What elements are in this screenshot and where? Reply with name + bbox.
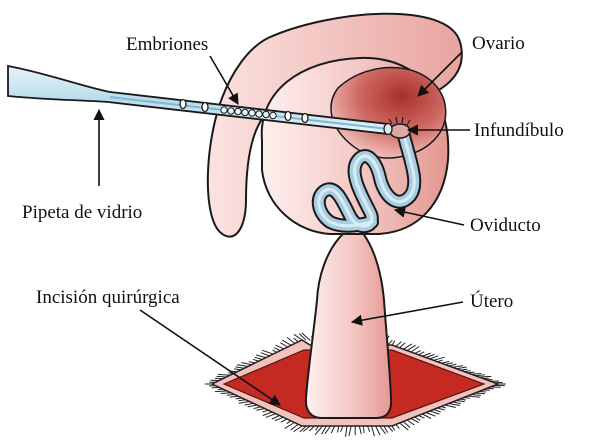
hair-stroke xyxy=(261,353,270,356)
hair-stroke xyxy=(388,340,393,345)
hair-stroke xyxy=(464,398,470,399)
hair-stroke xyxy=(437,360,442,362)
label-infundibulo: Infundíbulo xyxy=(474,121,564,140)
hair-stroke xyxy=(396,425,400,429)
hair-stroke xyxy=(415,351,421,354)
hair-stroke xyxy=(479,392,486,393)
label-pipeta: Pipeta de vidrio xyxy=(22,203,142,222)
hair-stroke xyxy=(363,426,364,433)
hair-stroke xyxy=(254,407,261,409)
hair-stroke xyxy=(257,409,265,411)
hair-stroke xyxy=(449,404,460,406)
hair-stroke xyxy=(346,426,348,437)
hair-stroke xyxy=(400,343,406,348)
hair-stroke xyxy=(236,367,245,368)
hair-stroke xyxy=(445,405,456,408)
hair-stroke xyxy=(419,416,425,419)
hair-stroke xyxy=(453,366,463,368)
label-oviducto: Oviducto xyxy=(470,216,541,235)
hair-stroke xyxy=(341,426,343,432)
hair-stroke xyxy=(434,357,445,360)
hair-stroke xyxy=(472,374,482,375)
hair-stroke xyxy=(372,426,375,436)
hair-stroke xyxy=(237,365,248,367)
hair-stroke xyxy=(396,342,402,347)
hair-stroke xyxy=(475,393,485,394)
hair-stroke xyxy=(472,395,481,396)
label-incision: Incisión quirúrgica xyxy=(36,288,180,307)
uterus-shape xyxy=(306,232,391,418)
hair-stroke xyxy=(456,401,465,402)
hair-stroke xyxy=(276,345,284,349)
hair-stroke xyxy=(419,352,425,355)
hair-stroke xyxy=(368,426,370,432)
hair-stroke xyxy=(392,426,395,431)
hair-stroke xyxy=(256,355,266,358)
hair-stroke xyxy=(275,417,284,420)
hair-stroke xyxy=(400,423,409,430)
hair-stroke xyxy=(294,338,299,342)
hair-stroke xyxy=(281,419,287,422)
hair-stroke xyxy=(234,369,241,370)
hair-stroke xyxy=(464,371,471,372)
hair-stroke xyxy=(285,423,295,429)
arrow-incision xyxy=(140,310,280,405)
hair-stroke xyxy=(453,402,461,404)
hair-stroke xyxy=(475,375,484,376)
hair-stroke xyxy=(359,426,361,434)
hair-stroke xyxy=(253,360,259,362)
label-embriones: Embriones xyxy=(126,35,208,54)
label-utero: Útero xyxy=(470,292,513,311)
hair-stroke xyxy=(479,376,491,377)
hair-stroke xyxy=(241,363,251,365)
hair-stroke xyxy=(221,393,231,394)
hair-stroke xyxy=(263,410,269,412)
hair-stroke xyxy=(280,343,287,347)
hair-stroke xyxy=(239,402,250,404)
hair-stroke xyxy=(227,395,235,396)
hair-stroke xyxy=(272,416,280,420)
hair-stroke xyxy=(426,354,434,357)
hair-stroke xyxy=(245,403,254,405)
hair-stroke xyxy=(249,362,256,363)
hair-stroke xyxy=(460,369,467,370)
hair-stroke xyxy=(441,407,446,409)
hair-stroke xyxy=(215,391,227,392)
hair-stroke xyxy=(239,400,246,401)
hair-stroke xyxy=(415,417,421,420)
hair-stroke xyxy=(248,405,257,407)
hair-stroke xyxy=(422,353,431,356)
hair-stroke xyxy=(456,367,466,369)
hair-stroke xyxy=(426,413,435,417)
hair-stroke xyxy=(266,414,276,418)
hair-stroke xyxy=(263,412,272,416)
hair-stroke xyxy=(445,363,453,365)
hair-stroke xyxy=(468,372,475,373)
hair-stroke xyxy=(272,350,276,352)
hair-stroke xyxy=(255,357,263,359)
hair-stroke xyxy=(430,356,438,359)
hair-stroke xyxy=(392,341,395,345)
hair-stroke xyxy=(468,396,480,397)
hair-stroke xyxy=(338,426,339,433)
hair-stroke xyxy=(331,426,335,433)
hair-stroke xyxy=(236,398,242,399)
hair-stroke xyxy=(230,396,239,397)
hair-stroke xyxy=(376,426,380,435)
hair-stroke xyxy=(449,364,457,366)
hair-stroke xyxy=(274,348,280,351)
hair-stroke xyxy=(216,376,226,377)
hair-stroke xyxy=(407,420,414,425)
hair-stroke xyxy=(434,410,441,413)
hair-stroke xyxy=(287,421,291,424)
hair-stroke xyxy=(218,374,230,375)
hair-stroke xyxy=(437,408,444,410)
hair-stroke xyxy=(460,399,466,400)
hair-stroke xyxy=(349,426,351,436)
label-ovario: Ovario xyxy=(472,34,525,53)
hair-stroke xyxy=(441,362,449,364)
